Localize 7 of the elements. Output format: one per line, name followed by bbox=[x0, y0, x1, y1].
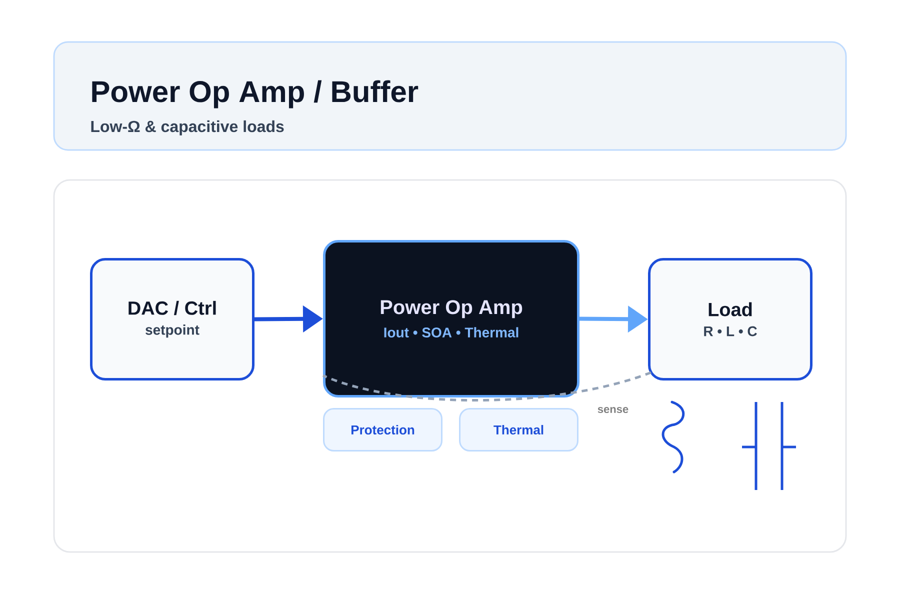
block-box: DAC / Ctrl setpoint bbox=[90, 258, 254, 380]
tag-box: Protection bbox=[323, 408, 442, 452]
title: Power Op Amp / Buffer bbox=[92, 80, 418, 108]
block-box: Load R • L • C bbox=[648, 258, 812, 380]
amplifier-box: Power Op Amp Iout • SOA • Thermal bbox=[323, 240, 580, 398]
subtitle: Low-Ω & capacitive loads bbox=[91, 120, 284, 136]
tag-box: Thermal bbox=[459, 408, 578, 452]
